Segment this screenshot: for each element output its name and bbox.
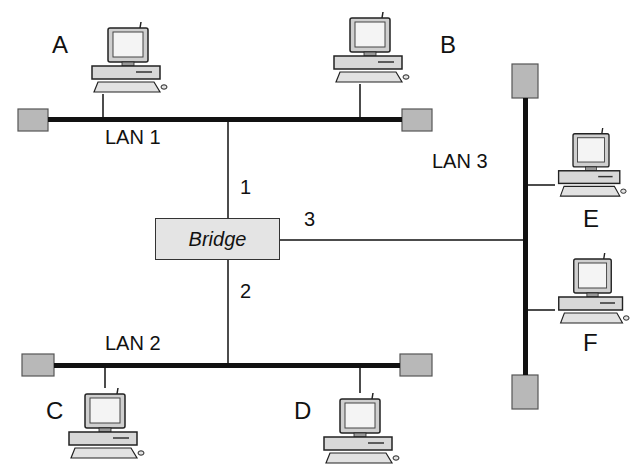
monitor — [108, 28, 148, 62]
mouse — [403, 75, 409, 79]
system-unit — [334, 56, 402, 69]
computer-node: E — [555, 128, 627, 198]
monitor-screen — [355, 22, 385, 47]
bus-terminator — [18, 109, 48, 131]
bus-terminator — [512, 64, 538, 98]
keyboard — [71, 448, 137, 458]
network-link — [528, 309, 555, 311]
drive-slot — [598, 176, 612, 177]
network-link — [528, 184, 555, 186]
monitor-screen — [345, 403, 375, 428]
computer-icon — [330, 12, 410, 84]
network-link — [359, 368, 361, 393]
station-letter: A — [52, 32, 68, 58]
station-letter: F — [583, 330, 598, 356]
monitor — [574, 259, 612, 293]
bridge-box: Bridge — [155, 218, 280, 260]
station-letter: C — [46, 398, 63, 424]
bus-terminator — [22, 354, 54, 376]
drive-slot — [136, 71, 152, 73]
antenna — [382, 12, 383, 18]
drive-slot — [378, 61, 394, 63]
bus-terminator — [402, 109, 432, 131]
network-link — [227, 260, 229, 363]
system-unit — [324, 437, 392, 450]
mouse — [161, 85, 167, 89]
keyboard — [336, 72, 402, 82]
monitor — [85, 394, 125, 428]
computer-node: F — [555, 253, 630, 325]
monitor — [573, 134, 609, 167]
keyboard — [326, 453, 392, 463]
system-unit — [559, 171, 620, 184]
lan-label: LAN 3 — [432, 150, 488, 172]
antenna — [117, 388, 118, 394]
computer-icon — [555, 128, 627, 198]
computer-node: D — [320, 393, 400, 465]
keyboard — [561, 313, 623, 323]
computer-node: B — [330, 12, 410, 84]
lan-label: LAN 1 — [105, 126, 161, 148]
monitor-screen — [90, 398, 120, 423]
network-link — [280, 239, 523, 241]
network-link — [102, 94, 104, 117]
network-link — [104, 368, 106, 388]
mouse — [138, 451, 144, 455]
monitor-screen — [578, 263, 606, 288]
lan-label: LAN 2 — [105, 332, 161, 354]
station-letter: D — [294, 398, 311, 424]
monitor-screen — [113, 32, 143, 57]
station-letter: E — [583, 206, 599, 232]
computer-node: C — [65, 388, 145, 460]
mouse — [623, 316, 629, 320]
computer-icon — [88, 22, 168, 94]
computer-icon — [320, 393, 400, 465]
monitor — [350, 18, 390, 52]
network-link — [227, 122, 229, 218]
computer-node: A — [88, 22, 168, 94]
mouse — [621, 189, 626, 193]
antenna — [603, 253, 605, 259]
bus-terminator — [512, 375, 538, 409]
drive-slot — [113, 437, 129, 439]
computer-icon — [65, 388, 145, 460]
antenna — [372, 393, 373, 399]
system-unit — [559, 297, 623, 310]
lan-bus: LAN 2 — [54, 363, 400, 368]
drive-slot — [368, 442, 384, 444]
mouse — [393, 456, 399, 460]
antenna — [140, 22, 141, 28]
system-unit — [69, 432, 137, 445]
keyboard — [560, 186, 619, 196]
lan-bus: LAN 3 — [523, 98, 528, 375]
port-number: 1 — [238, 176, 253, 198]
port-number: 3 — [302, 208, 317, 230]
bridge-label: Bridge — [189, 228, 247, 250]
network-link — [359, 84, 361, 117]
drive-slot — [600, 302, 615, 304]
system-unit — [92, 66, 160, 79]
bus-terminator — [400, 354, 432, 376]
port-number: 2 — [238, 280, 253, 302]
lan-bus: LAN 1 — [48, 117, 402, 122]
keyboard — [94, 82, 160, 92]
monitor-screen — [578, 138, 605, 162]
monitor — [340, 399, 380, 433]
station-letter: B — [440, 32, 456, 58]
computer-icon — [555, 253, 630, 325]
antenna — [601, 128, 603, 134]
